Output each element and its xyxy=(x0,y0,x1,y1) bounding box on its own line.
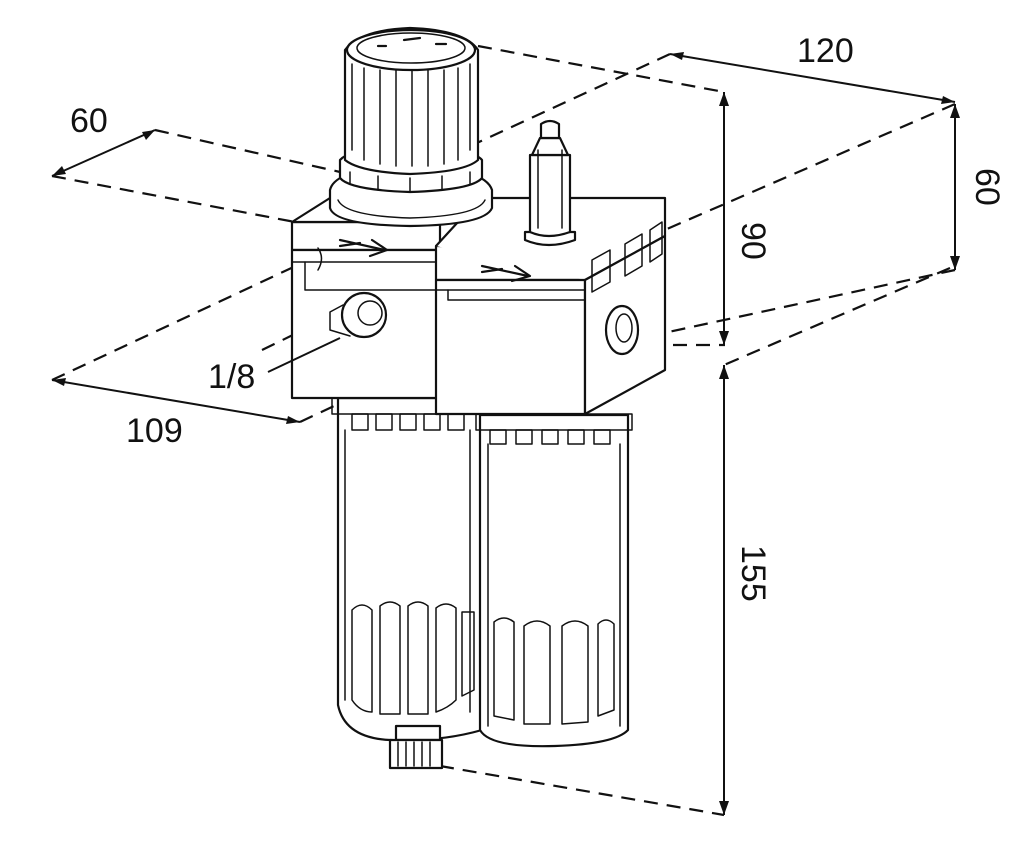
oil-fill-tower xyxy=(523,119,577,247)
lubricator-bowl xyxy=(475,413,633,748)
regulator-bowl xyxy=(331,396,491,742)
regulator-knob xyxy=(328,26,494,228)
flow-arrow-right xyxy=(480,264,532,283)
dim-width-top-label: 120 xyxy=(797,32,854,70)
dim-height-body-label: 90 xyxy=(734,222,772,260)
dim-height-total-label: 155 xyxy=(734,545,772,602)
flow-arrow-left xyxy=(338,238,389,258)
lubricator-guard-slots xyxy=(493,617,615,725)
bowl-guard-slots xyxy=(351,601,475,715)
dim-depth-top-label: 60 xyxy=(70,102,108,140)
drain-knob xyxy=(388,724,444,770)
lubricator-top-ribs xyxy=(489,429,611,445)
dimension-lines xyxy=(51,52,960,815)
port-left xyxy=(329,291,388,339)
side-vent-slots xyxy=(591,221,663,293)
port-size-label: 1/8 xyxy=(208,358,255,396)
dim-height-top-right-label: 60 xyxy=(968,168,1006,206)
dim-width-base-label: 109 xyxy=(126,412,183,450)
port-right xyxy=(604,304,640,356)
